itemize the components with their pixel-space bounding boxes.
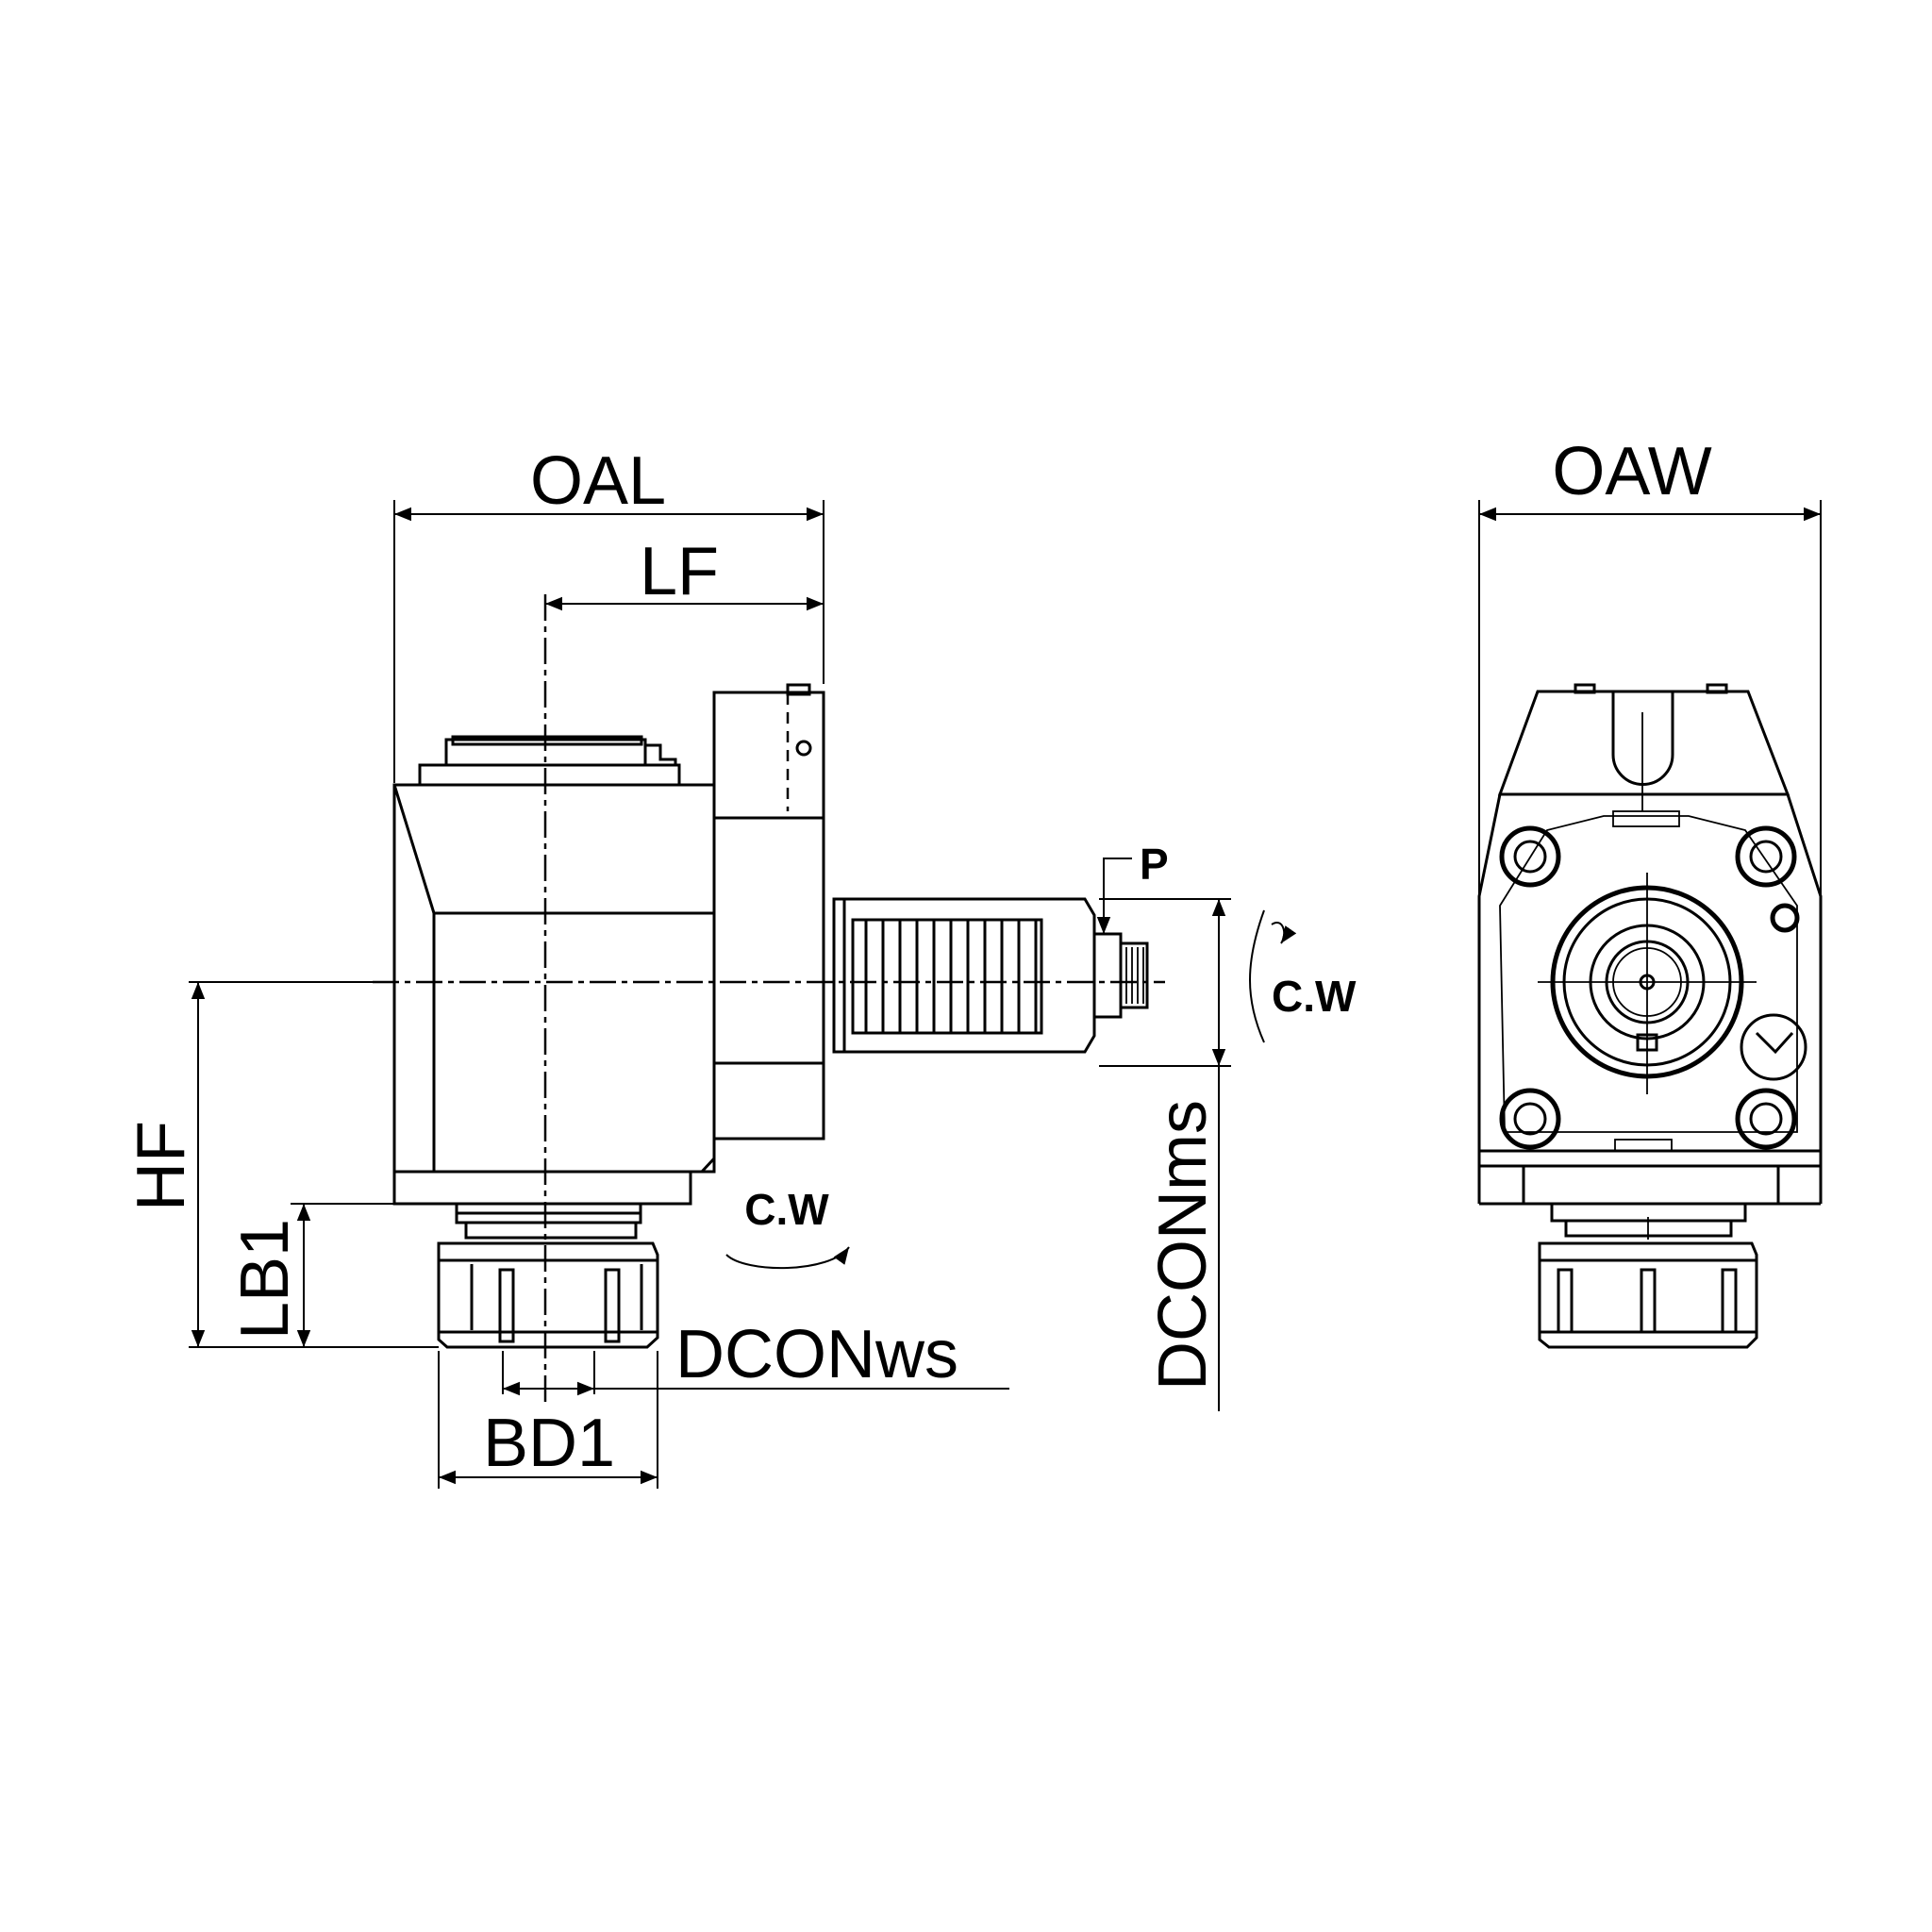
- label-lf: LF: [640, 534, 719, 609]
- flange-hole: [795, 740, 812, 757]
- front-view: [1477, 500, 1823, 1349]
- label-hf: HF: [124, 1121, 199, 1211]
- label-dcon-ms: DCONms: [1145, 1100, 1221, 1391]
- front-top-block: [1497, 690, 1790, 796]
- label-oaw: OAW: [1552, 434, 1711, 509]
- pin-hole: [1770, 903, 1800, 933]
- label-rotation-side: C.W: [1272, 972, 1357, 1021]
- bolt-bottom-right: [1735, 1088, 1797, 1150]
- side-view: [373, 594, 1165, 1406]
- bolt-bottom-left: [1499, 1088, 1561, 1150]
- rotation-arrow-side: [1249, 909, 1297, 1043]
- label-lb1: LB1: [227, 1219, 303, 1340]
- rotation-arrow-bottom: [725, 1246, 850, 1270]
- label-oal: OAL: [530, 443, 666, 519]
- top-cap: [418, 763, 681, 787]
- bolt-top-right: [1735, 825, 1797, 888]
- drive-key: [1740, 1013, 1807, 1081]
- label-rotation-bottom: C.W: [744, 1185, 829, 1234]
- bolt-top-left: [1499, 825, 1561, 888]
- dimensions: [189, 500, 1231, 1489]
- front-main-body: [1477, 792, 1823, 1168]
- spindle-bore: [1538, 873, 1757, 1094]
- label-bd1: BD1: [483, 1406, 615, 1481]
- front-collet-nut: [1538, 1241, 1758, 1349]
- drive-shank: [832, 897, 1149, 1054]
- housing-body: [392, 783, 716, 1174]
- label-p: P: [1140, 840, 1169, 889]
- collet-nut: [437, 1241, 659, 1349]
- label-dcon-ws: DCONws: [675, 1317, 958, 1392]
- bottom-body: [392, 1170, 692, 1206]
